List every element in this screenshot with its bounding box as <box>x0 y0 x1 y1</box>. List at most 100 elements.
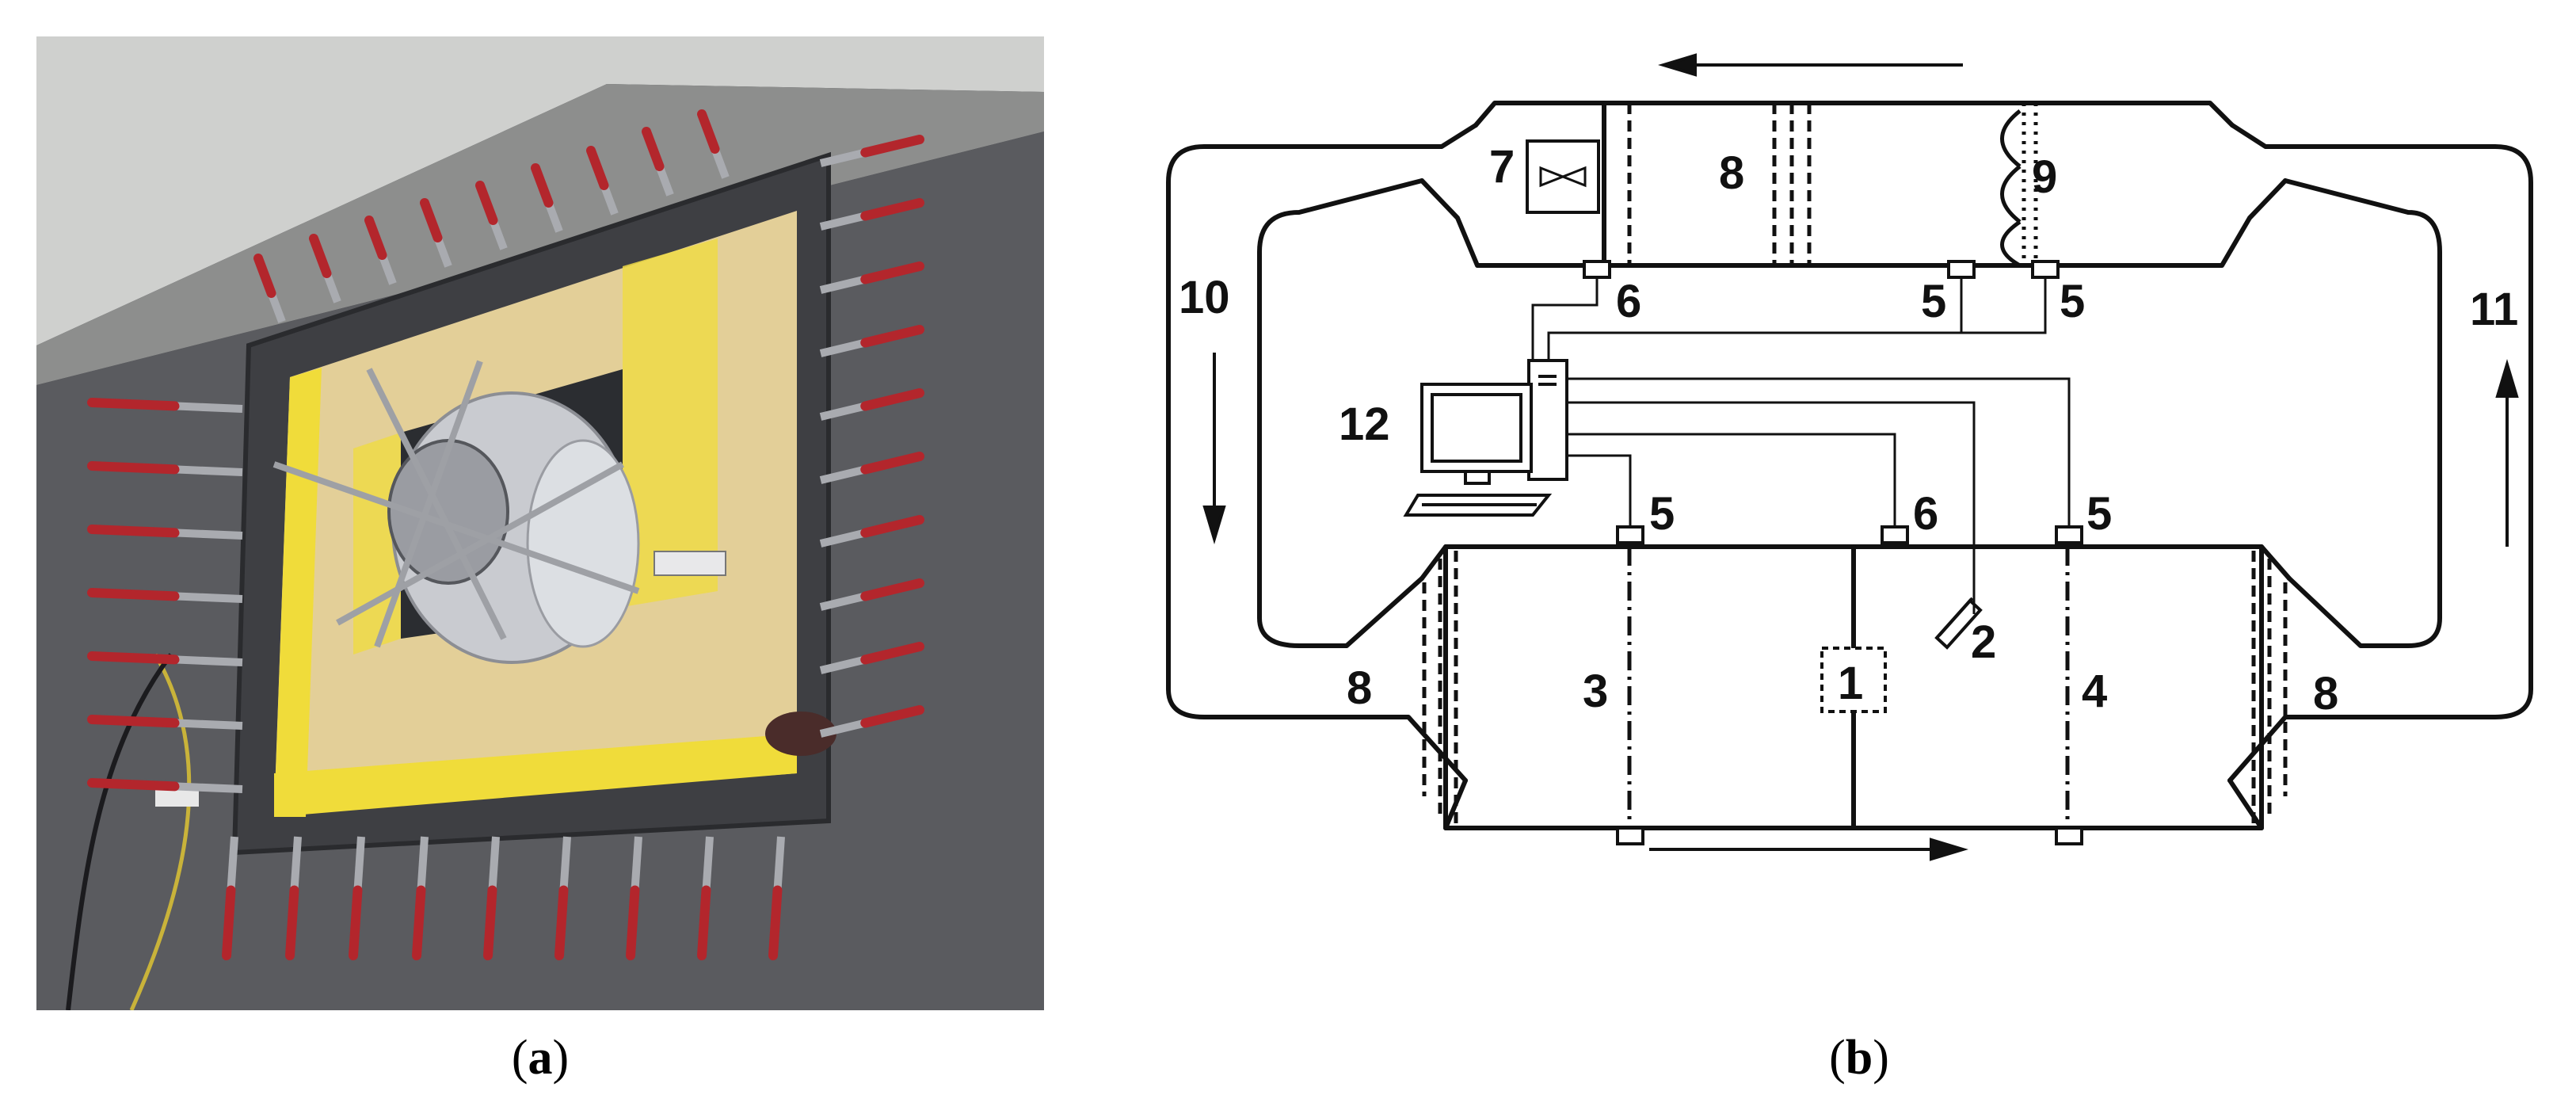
label-7: 7 <box>1489 141 1515 193</box>
label-8-right: 8 <box>2313 668 2338 719</box>
label-6-bottom: 6 <box>1913 488 1938 540</box>
caption-b-open: ( <box>1829 1031 1846 1085</box>
label-4: 4 <box>2082 666 2107 717</box>
clamp-top-3 <box>364 216 397 285</box>
arrow-right-head <box>2495 359 2519 398</box>
clamps-left <box>87 398 243 793</box>
duct-ring <box>526 439 640 648</box>
sensor-5-top-left <box>1947 260 1976 279</box>
clamp-left-3 <box>87 525 243 540</box>
clamps-top <box>253 109 730 323</box>
ceiling <box>36 36 1044 345</box>
wire-5-bottom-right <box>1564 377 2071 527</box>
label-8-left: 8 <box>1347 662 1372 714</box>
support-rod-1 <box>272 461 640 594</box>
clamp-top-2 <box>309 234 341 303</box>
tape-bottom <box>274 734 797 817</box>
power-strip <box>155 789 199 807</box>
caption-a: (a) <box>421 1030 659 1086</box>
inner-loop-left <box>1257 178 1424 648</box>
clamp-bottom-8 <box>697 836 714 960</box>
label-5-top-left: 5 <box>1921 276 1946 327</box>
clamp-bottom-3 <box>349 836 365 960</box>
arrow-left-head <box>1202 506 1226 544</box>
label-5-bottom-right: 5 <box>2086 488 2112 540</box>
label-5-bottom-left: 5 <box>1649 488 1675 540</box>
tape-window-right <box>623 238 718 607</box>
label-1: 1 <box>1838 658 1863 709</box>
clamp-right-1 <box>819 135 924 167</box>
arrow-top-head <box>1658 53 1697 77</box>
clamp-top-5 <box>475 181 508 250</box>
clamp-bottom-5 <box>483 836 500 960</box>
caption-a-close: ) <box>552 1031 570 1085</box>
label-8-top: 8 <box>1719 147 1744 199</box>
wire-5-top-pair <box>1960 277 2047 334</box>
clamp-top-9 <box>697 109 730 179</box>
wind-tunnel-schematic: 1 2 3 4 5 5 5 5 6 6 7 8 8 8 9 10 11 12 <box>1166 53 2533 861</box>
clamp-left-7 <box>87 778 243 793</box>
sensor-2 <box>1934 597 1983 650</box>
label-12: 12 <box>1339 399 1390 450</box>
label-11: 11 <box>2470 284 2518 335</box>
clamp-top-6 <box>531 163 563 233</box>
wire-6-top <box>1531 277 1599 361</box>
caption-b-close: ) <box>1873 1031 1889 1085</box>
outer-loop-right <box>2227 123 2533 783</box>
upper-duct-bottom-wall <box>1419 178 2288 268</box>
clamp-top-7 <box>586 146 619 216</box>
sensor-6-bottom <box>1881 525 1909 544</box>
clamp-right-3 <box>819 261 924 294</box>
clamps-right <box>819 135 924 738</box>
inner-loop-right <box>2283 178 2442 648</box>
silencer-9 <box>2000 103 2038 268</box>
sensor-6-top <box>1583 260 1611 279</box>
clamp-right-9 <box>819 642 924 674</box>
clamp-right-2 <box>819 198 924 231</box>
wire-6-bottom <box>1564 433 1896 527</box>
wire-5-top <box>1547 331 1961 361</box>
computer-12 <box>1403 359 1568 517</box>
clamp-right-5 <box>819 388 924 421</box>
sensor-5-bottom-left <box>1616 525 1644 544</box>
cable-black <box>66 653 173 1010</box>
wire-5-bottom-left <box>1564 454 1632 527</box>
caption-a-letter: a <box>528 1031 553 1085</box>
clamp-left-4 <box>87 588 243 603</box>
specimen-1-box <box>1820 647 1887 713</box>
support-rod-3 <box>374 360 483 648</box>
clamp-right-6 <box>819 452 924 484</box>
cloth <box>765 712 836 756</box>
clamp-bottom-2 <box>285 836 302 960</box>
clamp-bottom-4 <box>412 836 429 960</box>
label-6-top: 6 <box>1616 276 1641 327</box>
test-rig-photo <box>36 36 1044 1010</box>
clamp-right-8 <box>819 578 924 611</box>
sensor-5-top-right <box>2031 260 2060 279</box>
label-9: 9 <box>2032 151 2057 203</box>
clamp-bottom-9 <box>768 836 785 960</box>
clamp-top-4 <box>420 198 452 268</box>
wire-sensor-2 <box>1564 401 1976 614</box>
clamp-top-8 <box>642 127 674 197</box>
outer-loop-left <box>1166 123 1478 783</box>
cable-yellow <box>129 653 192 1010</box>
clamp-bottom-1 <box>222 836 238 960</box>
clamp-bottom-7 <box>626 836 642 960</box>
label-10: 10 <box>1179 272 1230 323</box>
clamp-left-2 <box>87 461 243 476</box>
clamp-right-4 <box>819 325 924 357</box>
clamp-right-10 <box>819 705 924 738</box>
fan-7 <box>1526 139 1600 214</box>
sensor-bottom-left <box>1616 826 1644 845</box>
support-rod-2 <box>366 368 507 640</box>
arrow-bottom-head <box>1930 838 1968 861</box>
caption-b-letter: b <box>1845 1031 1873 1085</box>
sticker <box>654 551 726 576</box>
clamp-top-1 <box>253 254 286 323</box>
clamps-bottom <box>222 836 785 960</box>
caption-b: (b) <box>1740 1030 1978 1086</box>
clamp-right-7 <box>819 515 924 548</box>
upper-duct-top-wall <box>1473 101 2235 128</box>
support-rod-4 <box>336 461 624 626</box>
